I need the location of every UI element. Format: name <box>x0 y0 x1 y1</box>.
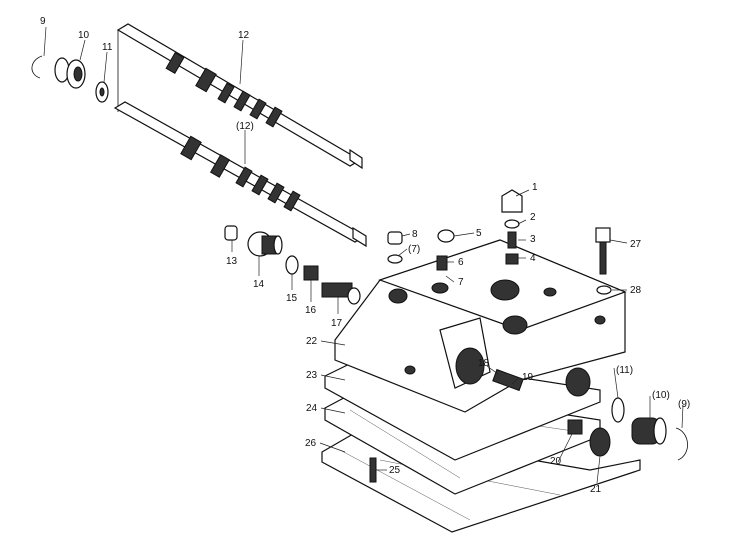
spool-lower <box>113 101 367 248</box>
o-ring-15 <box>285 255 299 275</box>
cap-nut-10 <box>54 57 86 89</box>
callout-18: 18 <box>478 358 490 369</box>
callout-7-ref: (7) <box>408 244 420 255</box>
callout-13: 13 <box>226 256 238 267</box>
callout-16: 16 <box>305 305 317 316</box>
snap-ring-9 <box>31 55 43 79</box>
callout-10: 10 <box>78 30 90 41</box>
right-seal-11 <box>611 397 625 423</box>
plug-20 <box>567 419 583 435</box>
callout-7: 7 <box>458 277 464 288</box>
callout-15: 15 <box>286 293 298 304</box>
plug-13 <box>224 225 238 241</box>
callout-11-ref: (11) <box>616 365 633 376</box>
seal-7 <box>387 254 403 264</box>
leader-lines <box>43 26 684 484</box>
callout-19: 19 <box>522 372 534 383</box>
right-cap-10 <box>631 417 667 445</box>
valve-17 <box>321 282 361 305</box>
washer-28 <box>596 285 612 295</box>
callout-21: 21 <box>590 484 602 495</box>
callout-9-ref: (9) <box>678 399 690 410</box>
valve-body-22 <box>334 239 627 413</box>
right-ring-9 <box>675 427 688 461</box>
washer-11 <box>95 81 109 103</box>
callout-12-ref: (12) <box>236 121 254 132</box>
callout-6: 6 <box>458 257 464 268</box>
washer-2 <box>504 219 520 229</box>
valve-4 <box>505 253 519 265</box>
callout-8: 8 <box>412 229 418 240</box>
callout-14: 14 <box>253 279 265 290</box>
callout-17: 17 <box>331 318 343 329</box>
callout-25: 25 <box>389 465 401 476</box>
spool-upper <box>116 23 363 170</box>
callout-26: 26 <box>305 438 317 449</box>
callout-24: 24 <box>306 403 318 414</box>
plug-5 <box>437 229 455 243</box>
callout-11: 11 <box>102 42 113 53</box>
callout-9: 9 <box>40 16 46 27</box>
bolt-27 <box>595 227 611 275</box>
insert-6 <box>436 255 448 271</box>
callout-12: 12 <box>238 30 250 41</box>
fitting-21 <box>589 427 611 457</box>
callout-labels: 9 10 11 12 (12) 1 2 3 4 5 6 7 (7) 8 27 2… <box>40 16 690 495</box>
spring-18-19 <box>492 368 524 392</box>
callout-1: 1 <box>532 182 538 193</box>
callout-5: 5 <box>476 228 482 239</box>
callout-28: 28 <box>630 285 642 296</box>
callout-4: 4 <box>530 253 536 264</box>
valve-14 <box>247 231 283 257</box>
callout-20: 20 <box>550 456 562 467</box>
callout-2: 2 <box>530 212 536 223</box>
pin-25 <box>369 457 377 483</box>
spring-16 <box>303 265 319 281</box>
callout-22: 22 <box>306 336 318 347</box>
plug-8 <box>387 231 403 245</box>
callout-23: 23 <box>306 370 318 381</box>
plug-1 <box>501 189 523 213</box>
callout-10-ref: (10) <box>652 390 670 401</box>
spring-3 <box>507 231 517 249</box>
callout-27: 27 <box>630 239 642 250</box>
callout-3: 3 <box>530 234 536 245</box>
